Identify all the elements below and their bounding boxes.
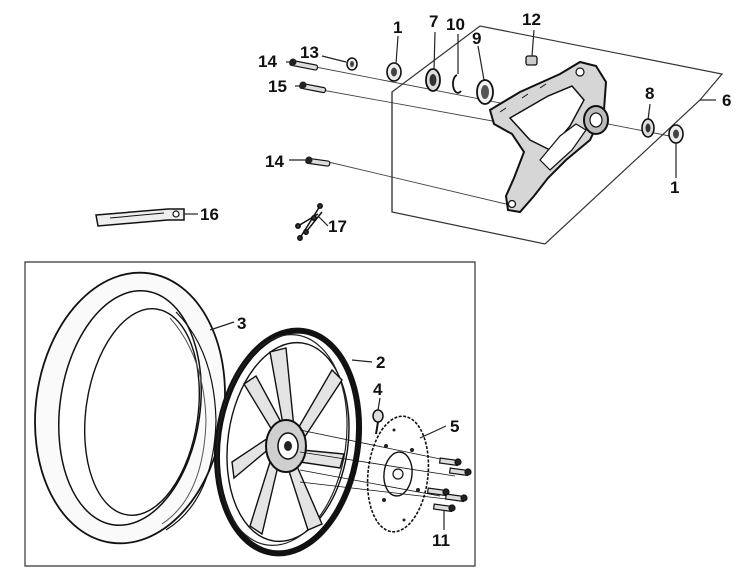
callout-15: 15: [268, 77, 287, 96]
part-2-wheel-rim: [213, 327, 363, 557]
part-17-screws: [295, 203, 323, 241]
callout-14-lower: 14: [265, 152, 284, 171]
part-9-seal: [476, 79, 494, 105]
callout-1-upper: 1: [393, 18, 402, 37]
callout-2: 2: [376, 353, 385, 372]
leader-lines: [184, 29, 716, 530]
part-4-valve: [372, 409, 384, 435]
callout-3: 3: [237, 314, 246, 333]
callout-12: 12: [522, 10, 541, 29]
part-5-brake-disc: [366, 415, 430, 533]
callout-10: 10: [446, 15, 465, 34]
part-1-spacer-lower: [668, 124, 684, 144]
callout-6: 6: [722, 91, 731, 110]
callout-numbers: 1 7 10 9 12 14 13 15 8 6 1 14 16 17 3 2 …: [200, 10, 731, 550]
callout-17: 17: [328, 217, 347, 236]
part-14-lower-bolt: [305, 156, 331, 167]
lower-bolt-centerline: [319, 159, 511, 206]
callout-13: 13: [300, 43, 319, 62]
part-1-spacer-upper: [386, 62, 402, 82]
part-8-seal: [641, 118, 655, 138]
callout-8: 8: [645, 84, 654, 103]
upper-assembly: [289, 25, 724, 245]
bolt-centerline: [299, 85, 521, 127]
part-11-bolts: [299, 429, 472, 513]
part-7-bearing: [425, 68, 441, 92]
part-15-bolt: [299, 81, 327, 94]
callout-1-lower: 1: [670, 178, 679, 197]
callout-4: 4: [373, 380, 383, 399]
part-13-collar: [346, 57, 358, 71]
lower-assembly: [24, 261, 476, 567]
part-12-cap: [525, 55, 538, 66]
callout-16: 16: [200, 205, 219, 224]
callout-11: 11: [432, 531, 450, 550]
callout-5: 5: [450, 417, 459, 436]
wheel-group-frame: [24, 261, 476, 567]
callout-9: 9: [472, 29, 481, 48]
part-3-tire: [34, 271, 226, 545]
part-10-circlip: [452, 74, 462, 94]
part-16-tool: [95, 208, 185, 227]
callout-7: 7: [429, 12, 438, 31]
callout-14-upper: 14: [258, 52, 277, 71]
part-6-swingarm-housing: [488, 60, 609, 214]
